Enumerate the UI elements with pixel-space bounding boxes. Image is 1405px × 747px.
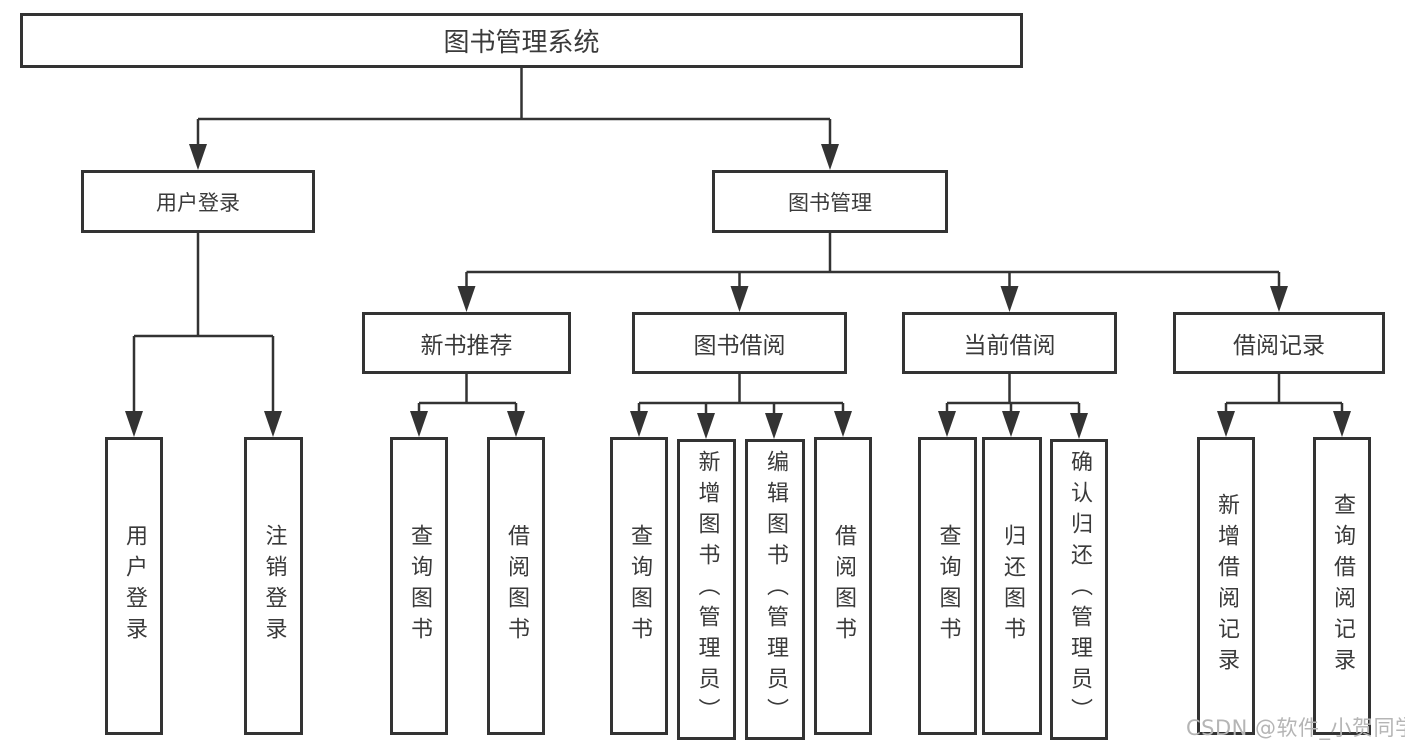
arrowhead-down-icon [1217,411,1235,437]
leaf-borrowing-query-books: 查询图书 [610,437,668,735]
node-label: 查询图书 [935,524,961,648]
node-label: 图书借阅 [693,333,786,359]
node-user-login: 用户登录 [81,170,315,233]
node-label: 查询借阅记录 [1330,493,1355,679]
leaf-recommend-query-books: 查询图书 [390,437,448,735]
arrowhead-down-icon [457,286,476,312]
node-label: 新增借阅记录 [1214,493,1239,679]
node-label: 用户登录 [122,524,147,648]
node-label: 注销登录 [261,524,287,648]
arrowhead-down-icon [1000,286,1019,312]
node-new-book-recommend: 新书推荐 [362,312,571,374]
node-label: 查询图书 [407,524,432,648]
node-label: 用户登录 [156,190,240,215]
arrowhead-down-icon [697,413,715,439]
arrowhead-down-icon [264,411,282,437]
arrowhead-down-icon [730,286,749,312]
node-label: 新增图书（管理员） [694,450,720,729]
arrowhead-down-icon [938,411,956,437]
leaf-borrowing-edit-books-admin: 编辑图书（管理员） [745,439,805,740]
leaf-current-return-books: 归还图书 [982,437,1042,735]
arrowhead-down-icon [821,144,839,170]
arrowhead-down-icon [765,413,783,439]
leaf-logout: 注销登录 [244,437,303,735]
node-book-management: 图书管理 [712,170,948,233]
arrowhead-down-icon [125,411,143,437]
node-label: 当前借阅 [963,333,1056,359]
arrowhead-down-icon [1333,411,1351,437]
arrowhead-down-icon [189,144,207,170]
arrowhead-down-icon [507,411,525,437]
leaf-user-login: 用户登录 [105,437,163,735]
node-book-borrowing: 图书借阅 [632,312,847,374]
node-system-root: 图书管理系统 [20,13,1023,68]
leaf-borrowing-add-books-admin: 新增图书（管理员） [677,439,736,740]
arrowhead-down-icon [1070,413,1088,439]
arrowhead-down-icon [834,411,852,437]
leaf-current-confirm-return-admin: 确认归还（管理员） [1050,439,1108,740]
node-label: 编辑图书（管理员） [763,450,788,729]
arrowhead-down-icon [1270,286,1288,312]
node-label: 图书管理 [788,190,872,215]
node-borrow-records: 借阅记录 [1173,312,1385,374]
leaf-records-query-record: 查询借阅记录 [1313,437,1371,735]
leaf-records-add-record: 新增借阅记录 [1197,437,1255,735]
leaf-recommend-borrow-books: 借阅图书 [487,437,545,735]
arrowhead-down-icon [630,411,648,437]
node-current-borrowing: 当前借阅 [902,312,1117,374]
leaf-borrowing-borrow-books: 借阅图书 [814,437,872,735]
node-label: 借阅图书 [504,524,529,648]
leaf-current-query-books: 查询图书 [918,437,977,735]
node-label: 借阅记录 [1233,333,1325,359]
node-label: 借阅图书 [831,524,856,648]
arrowhead-down-icon [410,411,428,437]
csdn-watermark: CSDN @软件_小贺同学 [1186,716,1405,740]
node-label: 查询图书 [627,524,652,648]
node-label: 图书管理系统 [443,28,600,58]
node-label: 确认归还（管理员） [1067,450,1092,729]
arrowhead-down-icon [1002,411,1020,437]
node-label: 归还图书 [1000,524,1025,648]
node-label: 新书推荐 [420,333,513,359]
